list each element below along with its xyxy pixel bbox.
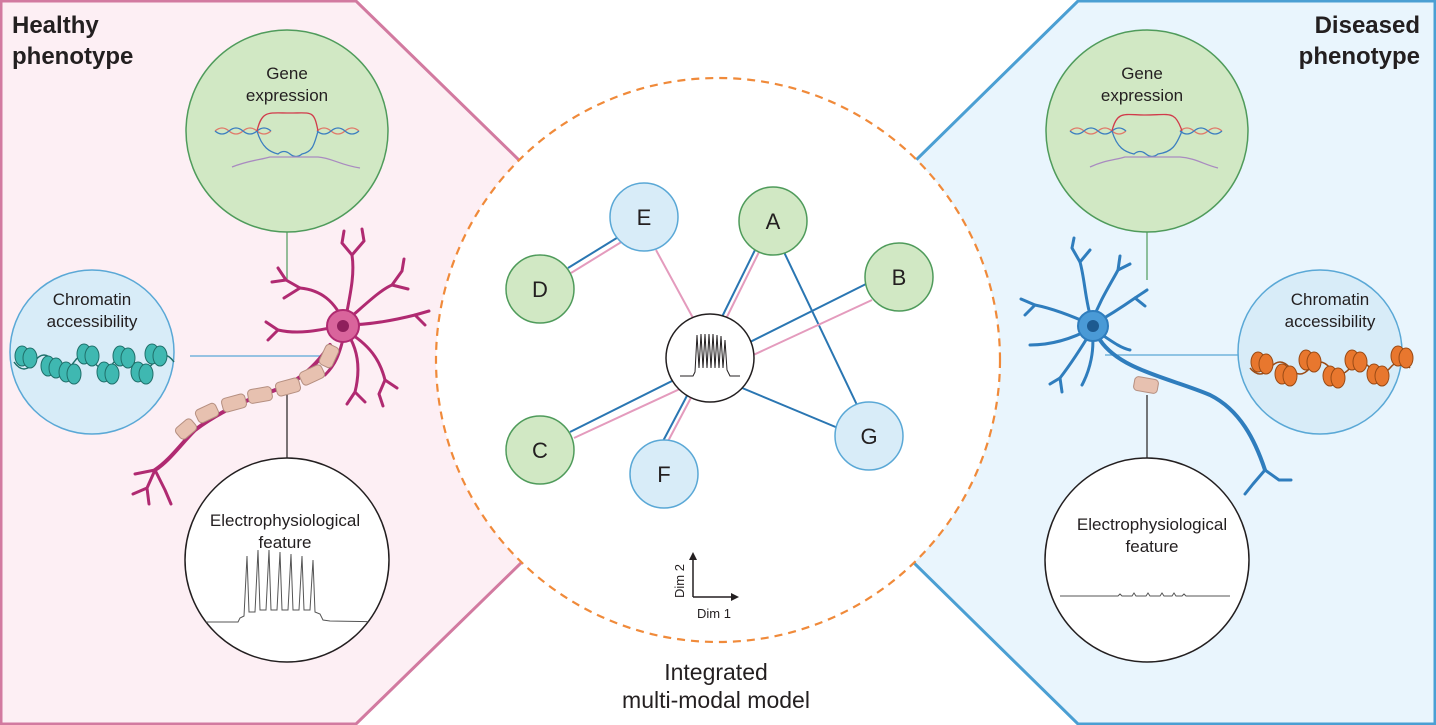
axis-y-label: Dim 2	[672, 564, 687, 598]
healthy-gene-label-line2: expression	[246, 86, 328, 105]
diseased-neuron-icon	[1019, 236, 1293, 496]
dimension-axes: Dim 2 Dim 1	[672, 552, 739, 621]
nucleosome-icon	[13, 343, 175, 385]
diseased-title-line1: Diseased	[1315, 12, 1420, 39]
spike-train-trace	[185, 549, 389, 623]
diseased-gene-label-line1: Gene	[1121, 64, 1163, 83]
healthy-title-line1: Healthy	[12, 12, 99, 39]
edge-center-g	[734, 384, 839, 429]
edge-d-e-pink	[570, 240, 624, 274]
edge-a-center-blue	[717, 249, 756, 326]
diseased-panel: Diseased phenotype Gene expression Chrom…	[911, 0, 1436, 725]
node-f: F	[629, 439, 699, 509]
edge-d-e-blue	[567, 235, 621, 269]
dna-icon	[214, 112, 361, 169]
model-footer-line2: multi-modal model	[622, 687, 810, 713]
model-footer-line1: Integrated	[664, 659, 768, 685]
node-g-label: G	[860, 424, 877, 449]
node-g: G	[834, 401, 904, 471]
node-e-label: E	[637, 205, 652, 230]
node-a: A	[738, 186, 808, 256]
diseased-ephys-label-line2: feature	[1126, 537, 1179, 556]
healthy-ephys-circle: Electrophysiological feature	[184, 457, 390, 663]
healthy-gene-expression-circle: Gene expression	[185, 29, 389, 233]
diseased-chromatin-label-line1: Chromatin	[1291, 290, 1369, 309]
axis-x-label: Dim 1	[697, 606, 731, 621]
arrow-right-icon	[731, 593, 739, 601]
diseased-chromatin-circle: Chromatin accessibility	[1237, 269, 1414, 435]
diseased-gene-label-line2: expression	[1101, 86, 1183, 105]
edge-center-f-pink	[665, 391, 695, 446]
spike-train-icon	[680, 333, 740, 377]
node-b-label: B	[892, 265, 907, 290]
node-e: E	[609, 182, 679, 252]
healthy-ephys-label-line2: feature	[259, 533, 312, 552]
healthy-chromatin-label-line2: accessibility	[47, 312, 138, 331]
node-f-label: F	[657, 462, 670, 487]
arrow-up-icon	[689, 552, 697, 560]
node-c-label: C	[532, 438, 548, 463]
node-a-label: A	[766, 209, 781, 234]
node-d: D	[505, 254, 575, 324]
healthy-title-line2: phenotype	[12, 43, 133, 70]
edge-a-g	[782, 249, 858, 406]
diseased-ephys-circle: Electrophysiological feature	[1044, 457, 1250, 663]
integrated-model: E A D B C F G	[434, 76, 1002, 713]
node-c: C	[505, 415, 575, 485]
diseased-gene-expression-circle: Gene expression	[1045, 29, 1249, 233]
node-d-label: D	[532, 277, 548, 302]
diseased-ephys-label-line1: Electrophysiological	[1077, 515, 1227, 534]
healthy-chromatin-label-line1: Chromatin	[53, 290, 131, 309]
edge-center-f-blue	[661, 389, 691, 444]
healthy-gene-label-line1: Gene	[266, 64, 308, 83]
central-node	[665, 313, 755, 403]
diseased-title-line2: phenotype	[1299, 43, 1420, 70]
nucleosome-icon	[1249, 345, 1414, 389]
node-b: B	[864, 242, 934, 312]
dna-icon	[1069, 113, 1223, 169]
healthy-panel: Healthy phenotype Gene expression Chrom	[0, 0, 524, 725]
model-nodes: E A D B C F G	[505, 182, 934, 509]
healthy-chromatin-circle: Chromatin accessibility	[9, 269, 175, 435]
healthy-ephys-label-line1: Electrophysiological	[210, 511, 360, 530]
edge-a-center-pink	[721, 251, 760, 328]
flat-trace	[1060, 592, 1230, 597]
healthy-neuron-icon	[131, 227, 431, 506]
diseased-chromatin-label-line2: accessibility	[1285, 312, 1376, 331]
